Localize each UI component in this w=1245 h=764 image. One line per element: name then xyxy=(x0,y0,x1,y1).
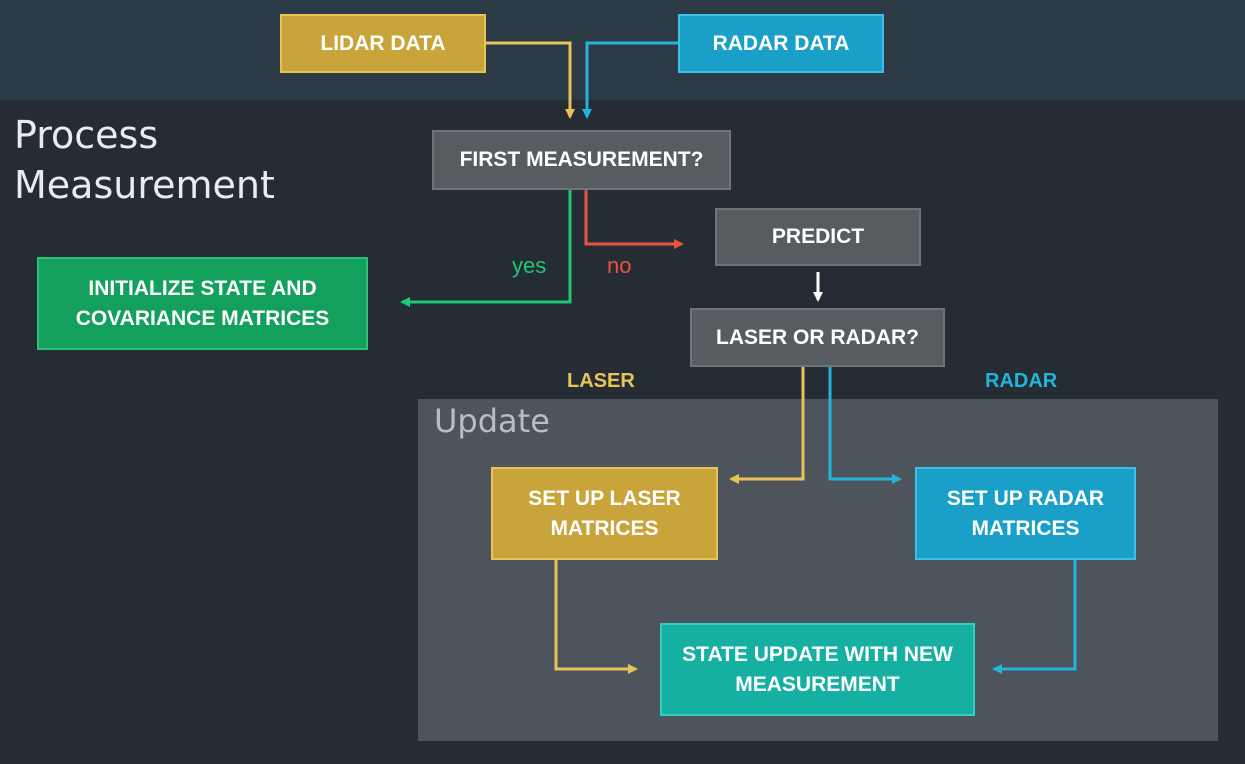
edge-label-radar: RADAR xyxy=(985,370,1058,392)
update-region-label: Update xyxy=(434,402,550,440)
page-title: Process Measurement xyxy=(14,110,275,210)
laser-or-radar-node: LASER OR RADAR? xyxy=(690,308,945,367)
radar-data-node: RADAR DATA xyxy=(678,14,884,73)
initialize-label: INITIALIZE STATE AND COVARIANCE MATRICES xyxy=(75,276,330,330)
radar-setup-label: SET UP RADAR MATRICES xyxy=(946,486,1105,540)
edge-label-yes: yes xyxy=(512,253,547,278)
arrow-laser-branch xyxy=(729,367,805,484)
arrow-radar-to-update xyxy=(992,560,1077,674)
predict-label: PREDICT xyxy=(771,225,865,248)
arrow-radar-branch xyxy=(828,367,902,484)
radar-setup-node: SET UP RADAR MATRICES xyxy=(915,467,1136,560)
first-measurement-node: FIRST MEASUREMENT? xyxy=(432,130,731,190)
arrow-no-to-predict xyxy=(584,190,684,249)
title-text: Process Measurement xyxy=(14,113,275,207)
laser-setup-label: SET UP LASER MATRICES xyxy=(528,486,681,540)
state-update-label: STATE UPDATE WITH NEW MEASUREMENT xyxy=(682,642,953,696)
header-band xyxy=(0,0,1245,100)
arrow-lidar-to-first xyxy=(486,41,575,119)
arrow-yes-to-init xyxy=(400,190,572,307)
edge-label-no: no xyxy=(607,253,632,278)
arrow-radar-to-first xyxy=(582,41,678,119)
initialize-node: INITIALIZE STATE AND COVARIANCE MATRICES xyxy=(37,257,368,350)
first-measurement-label: FIRST MEASUREMENT? xyxy=(459,148,704,171)
lidar-data-node: LIDAR DATA xyxy=(280,14,486,73)
edge-label-laser: LASER xyxy=(567,370,635,392)
lidar-data-label: LIDAR DATA xyxy=(320,31,446,55)
arrow-laser-to-update xyxy=(554,560,638,674)
state-update-node: STATE UPDATE WITH NEW MEASUREMENT xyxy=(660,623,975,716)
predict-node: PREDICT xyxy=(715,208,921,266)
radar-data-label: RADAR DATA xyxy=(712,31,850,55)
laser-or-radar-label: LASER OR RADAR? xyxy=(716,325,919,349)
laser-setup-node: SET UP LASER MATRICES xyxy=(491,467,718,560)
